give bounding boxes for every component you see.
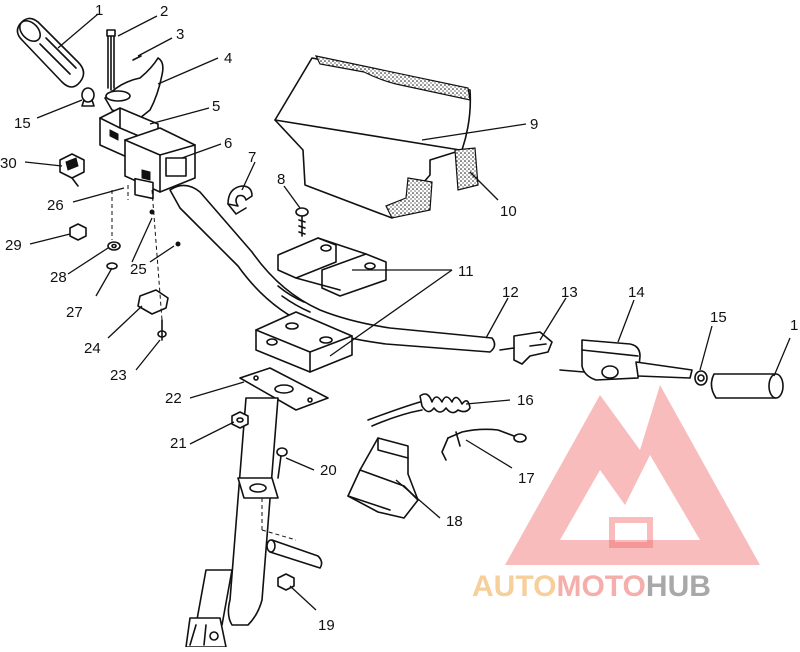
watermark-text-hub: HUB (646, 570, 711, 603)
callout-18: 18 (446, 513, 463, 530)
callout-1-right: 1 (790, 317, 798, 334)
callout-29: 29 (5, 237, 22, 254)
callout-13: 13 (561, 284, 578, 301)
ground-wire (441, 428, 527, 461)
callout-19: 19 (318, 617, 335, 634)
bolt-long (106, 29, 116, 91)
callout-labels: 1 2 3 4 15 5 30 6 7 8 9 10 26 29 28 25 1… (0, 2, 798, 634)
callout-2: 2 (160, 3, 168, 20)
callout-5: 5 (212, 98, 220, 115)
end-cap-left (81, 87, 95, 107)
watermark-logo (505, 385, 760, 565)
callout-23: 23 (110, 367, 127, 384)
watermark-logo-mark (505, 385, 760, 565)
assembly-lines (111, 185, 297, 541)
callout-12: 12 (502, 284, 519, 301)
callout-22: 22 (165, 390, 182, 407)
handlebar-clamp-lower (255, 311, 353, 373)
callout-27: 27 (66, 304, 83, 321)
callout-30: 30 (0, 155, 17, 172)
callout-28: 28 (50, 269, 67, 286)
callout-15-right: 15 (710, 309, 727, 326)
callout-15-left: 15 (14, 115, 31, 132)
callout-1: 1 (95, 2, 103, 19)
callout-4: 4 (224, 50, 232, 67)
grip-right (710, 373, 784, 399)
callout-9: 9 (530, 116, 538, 133)
plate-nut (231, 411, 249, 429)
small-pin (132, 55, 142, 61)
mount-bracket (347, 437, 419, 519)
callout-7: 7 (248, 149, 256, 166)
callout-20: 20 (320, 462, 337, 479)
callout-3: 3 (176, 26, 184, 43)
steering-plate (239, 367, 329, 411)
callout-16: 16 (517, 392, 534, 409)
throttle-lever (104, 57, 164, 119)
steering-column (185, 397, 279, 648)
callout-26: 26 (47, 197, 64, 214)
watermark-text-moto: MOTO (556, 570, 645, 603)
callout-10: 10 (500, 203, 517, 220)
callout-6: 6 (224, 135, 232, 152)
switch-housing (124, 127, 196, 200)
grip-left (16, 17, 85, 88)
column-screw (276, 447, 288, 479)
callout-25: 25 (130, 261, 147, 278)
leader-lines (24, 13, 791, 611)
watermark-text: AUTOMOTOHUB (472, 570, 711, 603)
cable-clip (227, 185, 253, 215)
hood-fairing (274, 55, 479, 219)
kill-switch (59, 153, 85, 187)
mount-screw (295, 207, 309, 237)
brake-lever-mount (499, 331, 553, 365)
callout-8: 8 (277, 171, 285, 188)
column-bushing (266, 539, 323, 591)
handlebar-clamp-upper (277, 237, 387, 297)
callout-24: 24 (84, 340, 101, 357)
callout-21: 21 (170, 435, 187, 452)
watermark-logo-inner (609, 517, 653, 548)
small-hardware-left (69, 209, 181, 341)
end-cap-right (694, 370, 708, 386)
watermark-text-auto: AUTO (472, 570, 556, 603)
callout-14: 14 (628, 284, 645, 301)
callout-11: 11 (458, 263, 474, 280)
callout-17: 17 (518, 470, 535, 487)
heater-coil (367, 393, 471, 427)
brake-housing (559, 339, 693, 381)
